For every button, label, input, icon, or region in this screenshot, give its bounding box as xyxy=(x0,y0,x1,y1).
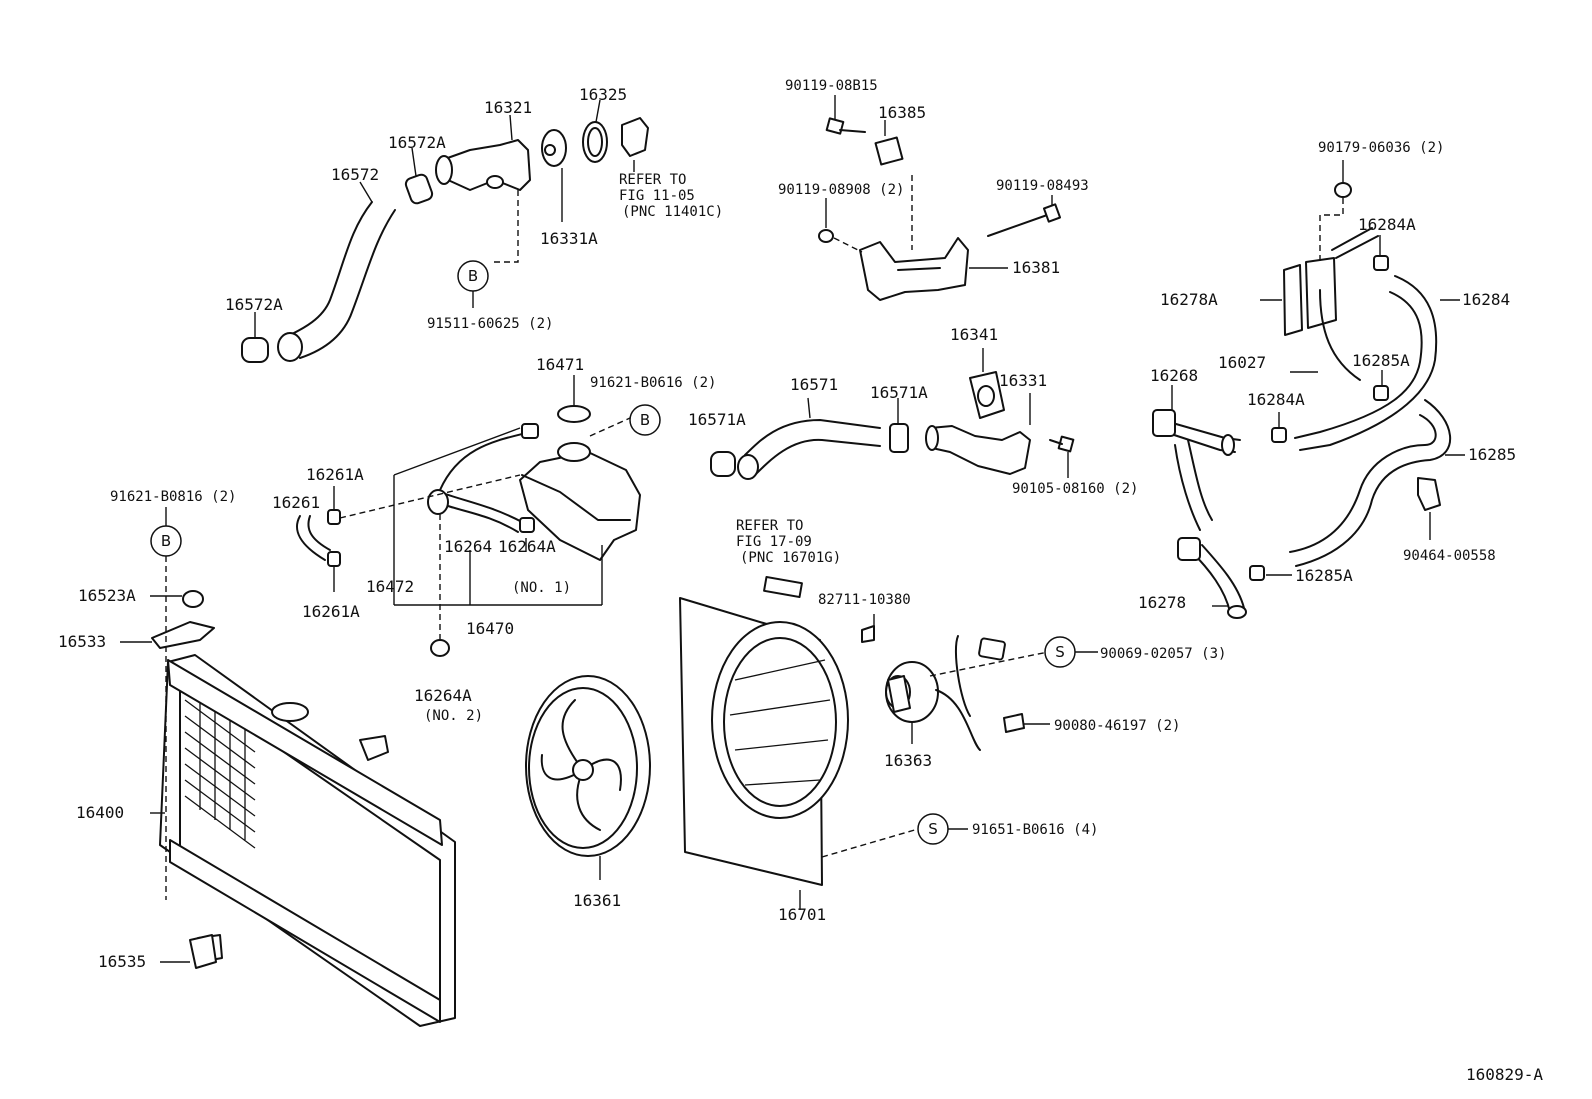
label-90464-00558: 90464-00558 xyxy=(1403,548,1496,564)
label-16321: 16321 xyxy=(484,98,532,117)
label-16571A-right: 16571A xyxy=(870,383,928,402)
marker-b-top: B xyxy=(468,267,478,285)
label-16701: 16701 xyxy=(778,905,826,924)
label-16361: 16361 xyxy=(573,891,621,910)
label-16325: 16325 xyxy=(579,85,627,104)
water-pipe-assembly xyxy=(1152,160,1465,619)
label-16284A-mid: 16284A xyxy=(1247,390,1305,409)
reference-note-1-line3: (PNC 11401C) xyxy=(622,204,723,220)
label-90119-08493: 90119-08493 xyxy=(996,178,1089,194)
label-16285A-top: 16285A xyxy=(1352,351,1410,370)
label-16284: 16284 xyxy=(1462,290,1510,309)
label-16261A-bottom: 16261A xyxy=(302,602,360,621)
label-16572: 16572 xyxy=(331,165,379,184)
label-91621-B0616: 91621-B0616 (2) xyxy=(590,375,716,391)
label-16363: 16363 xyxy=(884,751,932,770)
bracket-assembly xyxy=(818,95,1062,301)
reference-note-2-line2: FIG 17-09 xyxy=(736,534,812,550)
label-91621-B0816: 91621-B0816 (2) xyxy=(110,489,236,505)
label-90119-08B15: 90119-08B15 xyxy=(785,78,878,94)
upper-hose-assembly xyxy=(241,99,649,363)
label-16264A-no1: 16264A xyxy=(498,537,556,556)
label-16285: 16285 xyxy=(1468,445,1516,464)
label-90069-02057: 90069-02057 (3) xyxy=(1100,646,1226,662)
reference-note-1-line1: REFER TO xyxy=(619,172,686,188)
label-16278: 16278 xyxy=(1138,593,1186,612)
label-91511-60625: 91511-60625 (2) xyxy=(427,316,553,332)
radiator xyxy=(120,507,456,1027)
label-90105-08160: 90105-08160 (2) xyxy=(1012,481,1138,497)
fan-shroud xyxy=(679,575,968,910)
label-90119-08908: 90119-08908 (2) xyxy=(778,182,904,198)
label-16572A-top: 16572A xyxy=(388,133,446,152)
label-16381: 16381 xyxy=(1012,258,1060,277)
label-16341: 16341 xyxy=(950,325,998,344)
label-16268: 16268 xyxy=(1150,366,1198,385)
figure-id: 160829-A xyxy=(1466,1065,1543,1084)
label-16331A: 16331A xyxy=(540,229,598,248)
label-16523A: 16523A xyxy=(78,586,136,605)
lower-hose-assembly xyxy=(710,348,1075,480)
label-16264A-no2: 16264A xyxy=(414,686,472,705)
label-16261: 16261 xyxy=(272,493,320,512)
marker-b-reservoir: B xyxy=(640,411,650,429)
label-no2: (NO. 2) xyxy=(424,708,483,724)
label-16284A-top: 16284A xyxy=(1358,215,1416,234)
label-90179-06036: 90179-06036 (2) xyxy=(1318,140,1444,156)
label-16533: 16533 xyxy=(58,632,106,651)
label-16261A-top: 16261A xyxy=(306,465,364,484)
label-82711-10380: 82711-10380 xyxy=(818,592,911,608)
label-91651-B0616: 91651-B0616 (4) xyxy=(972,822,1098,838)
label-16571: 16571 xyxy=(790,375,838,394)
label-16572A-bottom: 16572A xyxy=(225,295,283,314)
fan-motor xyxy=(885,635,1098,751)
marker-b-radiator: B xyxy=(161,532,171,550)
reservoir-assembly xyxy=(296,375,661,657)
label-16278A: 16278A xyxy=(1160,290,1218,309)
label-16471: 16471 xyxy=(536,355,584,374)
reference-note-1-line2: FIG 11-05 xyxy=(619,188,695,204)
label-16331: 16331 xyxy=(999,371,1047,390)
label-16470: 16470 xyxy=(466,619,514,638)
label-16571A-left: 16571A xyxy=(688,410,746,429)
cooling-fan xyxy=(525,675,651,880)
label-16385: 16385 xyxy=(878,103,926,122)
reference-note-2-line3: (PNC 16701G) xyxy=(740,550,841,566)
label-16535: 16535 xyxy=(98,952,146,971)
label-16472: 16472 xyxy=(366,577,414,596)
label-16400: 16400 xyxy=(76,803,124,822)
label-16264: 16264 xyxy=(444,537,492,556)
label-no1: (NO. 1) xyxy=(512,580,571,596)
marker-s-shroud: S xyxy=(928,820,938,838)
reference-note-2-line1: REFER TO xyxy=(736,518,803,534)
label-90080-46197: 90080-46197 (2) xyxy=(1054,718,1180,734)
label-16285A-bottom: 16285A xyxy=(1295,566,1353,585)
label-16027: 16027 xyxy=(1218,353,1266,372)
part-labels: 16321 16325 16572A 16572 16572A 16331A R… xyxy=(58,78,1543,1084)
marker-s-motor: S xyxy=(1055,643,1065,661)
